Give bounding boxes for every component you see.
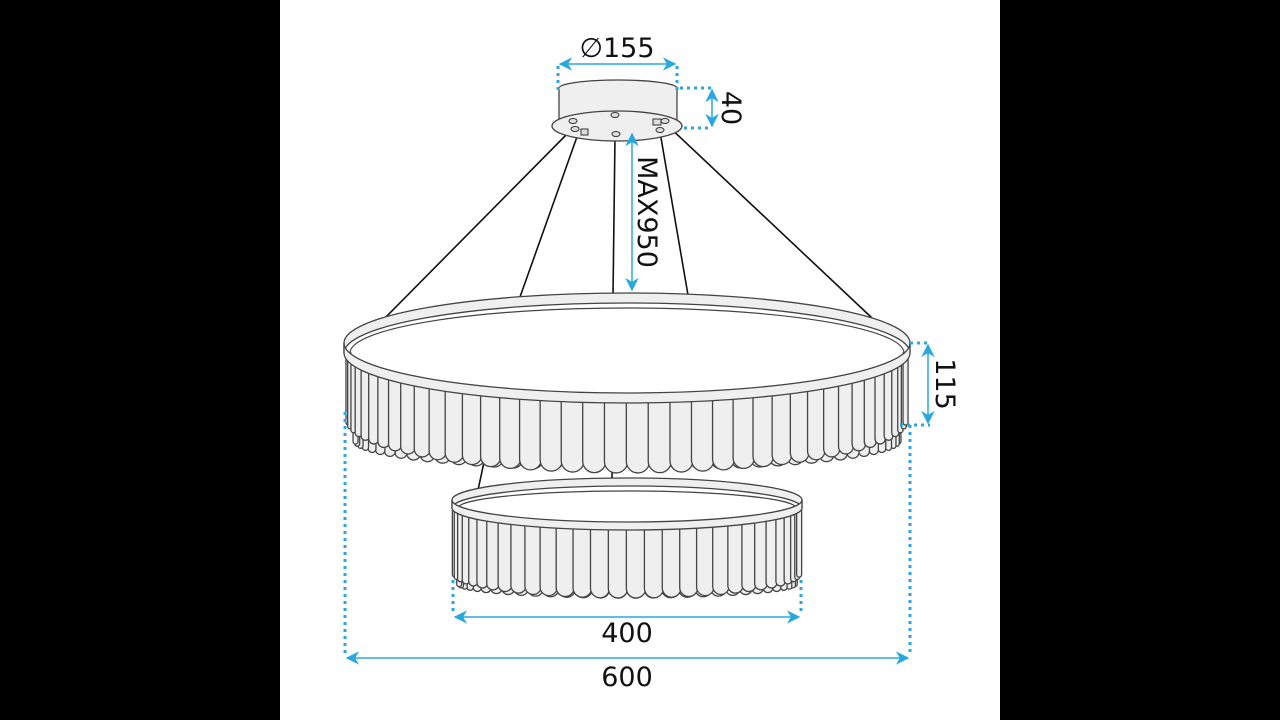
wire [665,123,873,319]
dimension-canopy-height: 40 [680,86,746,130]
crystal-rod [690,398,715,472]
crystal-rod [539,524,559,597]
crystal-rod [499,395,522,469]
crystal-rod [643,527,665,599]
dimension-canopy-diameter: ∅155 [556,33,679,92]
max-drop-label: MAX950 [631,156,662,268]
crystal-rod [625,527,647,599]
wire [659,131,689,296]
crystal-rod [752,393,775,468]
crystal-rod [497,520,513,593]
crystal-rod [524,523,542,596]
crystal-rod [754,519,768,591]
crystal-rod [741,520,757,593]
ring-band-front [451,499,803,531]
crystal-rod [539,398,564,472]
crystal-rod [712,523,730,596]
crystal-rod [806,387,826,461]
crystal-rod [560,399,585,473]
crystal-rod [727,522,744,594]
crystal-rod [695,524,715,597]
wire [377,127,574,326]
crystal-rod [603,400,629,474]
crystal-rod [669,399,694,473]
front-crystal-row [451,506,803,599]
ring-band-front [343,342,911,404]
crystal-rod [851,378,867,452]
lower-ring [451,477,803,599]
crystal-rod [582,400,607,474]
crystal-rod [902,352,909,426]
upper-ring-diameter-label: 600 [601,662,653,693]
lower-ring-diameter-label: 400 [601,618,653,649]
crystal-rod [711,397,736,471]
dimension-ring-height: 115 [900,341,960,427]
crystal-rod [607,527,629,599]
crystal-rod [479,393,502,468]
crystal-rod [589,527,611,599]
ceiling-canopy [551,79,683,142]
upper-ring [343,292,911,474]
crystal-rod [461,391,483,466]
crystal-rod [795,506,803,578]
crystal-rod [400,381,417,455]
crystal-rod [823,384,841,458]
crystal-rod [555,525,575,598]
dimension-lower-ring-diameter: 400 [451,580,803,649]
crystal-rod [647,400,672,474]
dimension-max-drop: MAX950 [625,132,662,292]
crystal-rod [771,391,793,466]
crystal-rod [732,395,755,469]
canopy-height-label: 40 [715,91,746,125]
crystal-rod [789,389,810,463]
crystal-rod [510,522,527,594]
crystal-rod [486,519,500,591]
wire [519,133,579,298]
front-crystal-row [345,352,909,474]
crystal-rod [625,400,651,474]
crystal-rod [518,397,543,471]
crystal-rod [413,384,431,458]
crystal-rod [679,525,699,598]
crystal-rod [661,526,682,598]
canopy-diameter-label: ∅155 [579,33,654,64]
crystal-rod [572,526,593,598]
crystal-rod [428,387,448,461]
crystal-rod [837,381,854,455]
ring-height-label: 115 [929,358,960,410]
crystal-rod [444,389,465,463]
dimension-upper-ring-diameter: 600 [343,412,912,693]
crystal-rod [387,378,403,452]
wire [612,135,616,297]
